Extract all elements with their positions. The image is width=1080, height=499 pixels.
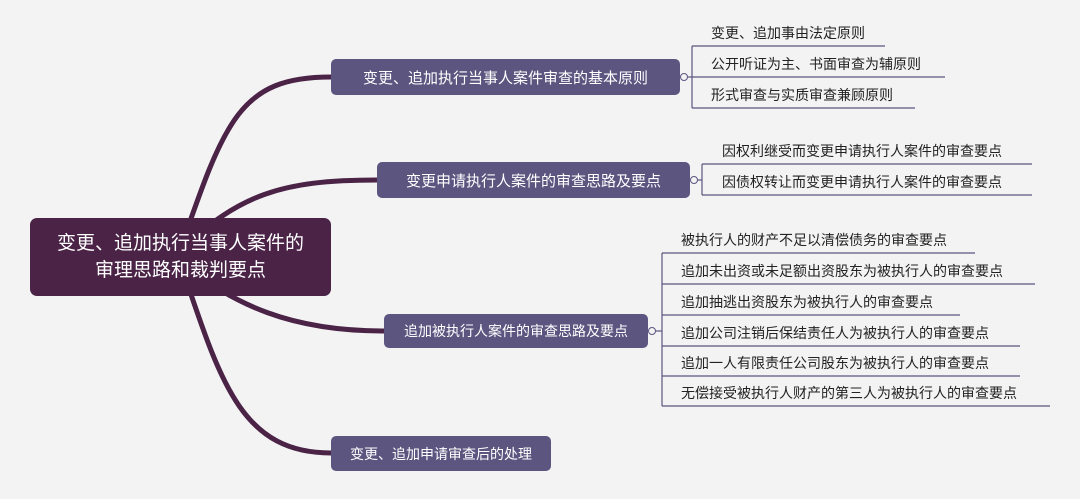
collapse-toggle-branch-2[interactable] bbox=[690, 176, 698, 184]
root-topic-line-1: 变更、追加执行当事人案件的 bbox=[56, 232, 304, 254]
root-topic-line-2: 审理思路和裁判要点 bbox=[94, 259, 266, 281]
leaf-item[interactable]: 追加公司注销后保结责任人为被执行人的审查要点 bbox=[681, 326, 989, 342]
collapse-toggle-branch-3[interactable] bbox=[648, 327, 656, 335]
branch-basic-principles[interactable]: 变更、追加执行当事人案件审查的基本原则 bbox=[331, 59, 680, 95]
leaf-lines-branch-1 bbox=[686, 45, 945, 109]
leaf-item[interactable]: 因权利继受而变更申请执行人案件的审查要点 bbox=[722, 144, 1002, 160]
leaf-item[interactable]: 形式审查与实质审查兼顾原则 bbox=[711, 88, 893, 104]
leaf-lines-branch-2 bbox=[696, 163, 1032, 196]
leaf-item[interactable]: 追加一人有限责任公司股东为被执行人的审查要点 bbox=[681, 356, 989, 372]
leaf-item[interactable]: 被执行人的财产不足以清偿债务的审查要点 bbox=[681, 233, 947, 249]
branch-change-applicant[interactable]: 变更申请执行人案件的审查思路及要点 bbox=[377, 162, 690, 198]
leaf-item[interactable]: 变更、追加事由法定原则 bbox=[711, 26, 865, 42]
branch-label: 变更、追加执行当事人案件审查的基本原则 bbox=[362, 68, 648, 87]
branch-post-review-handling[interactable]: 变更、追加申请审查后的处理 bbox=[331, 436, 551, 471]
connector-branch-1 bbox=[177, 74, 334, 253]
leaf-item[interactable]: 追加未出资或未足额出资股东为被执行人的审查要点 bbox=[681, 264, 1003, 280]
connector-branch-4 bbox=[177, 259, 334, 456]
leaf-item[interactable]: 无偿接受被执行人财产的第三人为被执行人的审查要点 bbox=[681, 386, 1017, 402]
leaf-item[interactable]: 公开听证为主、书面审查为辅原则 bbox=[711, 57, 921, 73]
branch-label: 追加被执行人案件的审查思路及要点 bbox=[404, 324, 628, 340]
collapse-toggle-branch-1[interactable] bbox=[680, 73, 688, 81]
leaf-item[interactable]: 追加抽逃出资股东为被执行人的审查要点 bbox=[681, 295, 933, 311]
branch-label: 变更、追加申请审查后的处理 bbox=[350, 446, 532, 463]
leaf-lines-branch-3 bbox=[654, 252, 1050, 407]
root-topic[interactable]: 变更、追加执行当事人案件的 审理思路和裁判要点 bbox=[30, 218, 331, 296]
leaf-item[interactable]: 因债权转让而变更申请执行人案件的审查要点 bbox=[722, 175, 1002, 191]
branch-label: 变更申请执行人案件的审查思路及要点 bbox=[405, 171, 661, 190]
branch-add-executee[interactable]: 追加被执行人案件的审查思路及要点 bbox=[384, 314, 648, 348]
